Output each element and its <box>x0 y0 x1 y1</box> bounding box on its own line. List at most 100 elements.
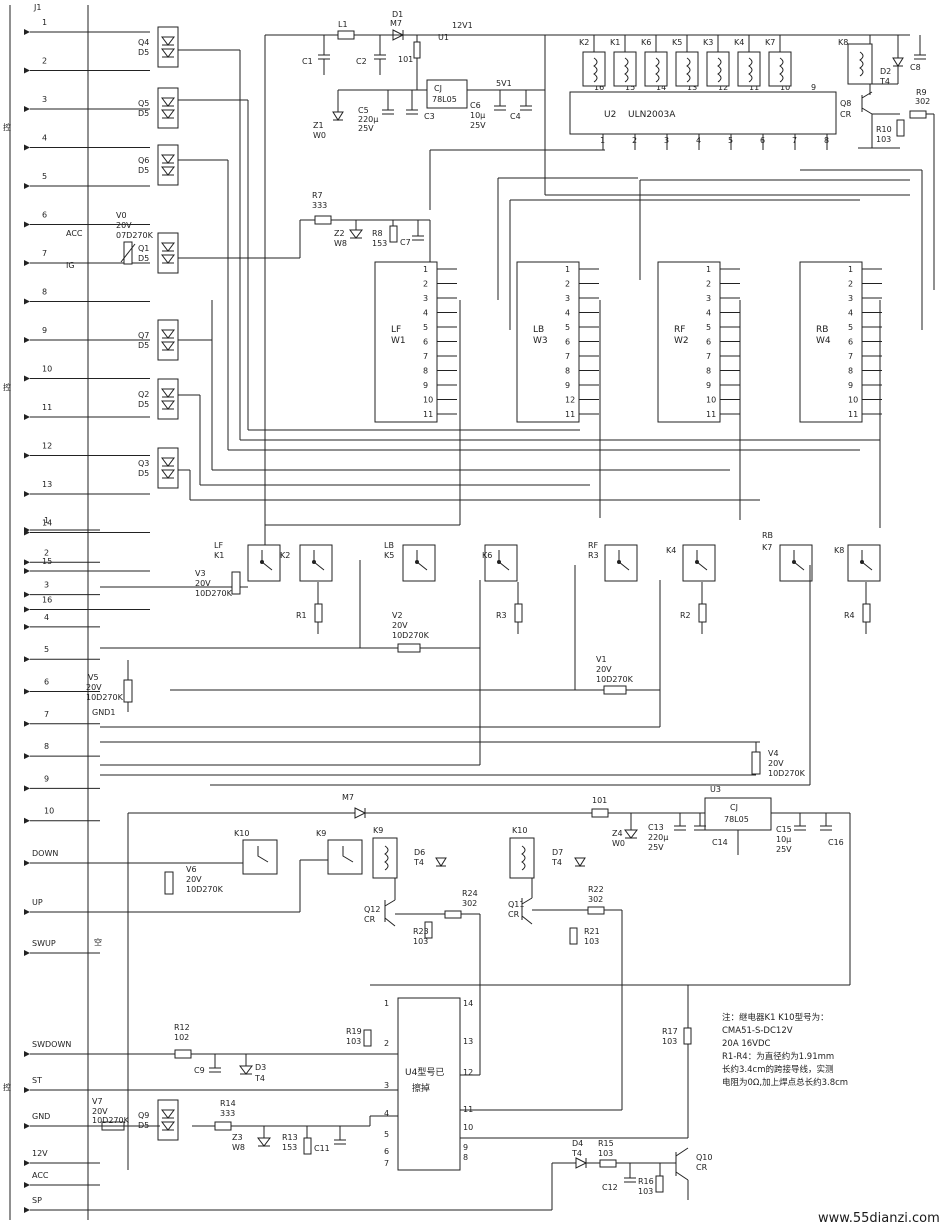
q-label: Q7 <box>138 331 149 340</box>
ic-pin: 4 <box>848 309 853 318</box>
r19 <box>363 1029 372 1047</box>
r8-label: R8 <box>372 229 383 238</box>
d6-type: T4 <box>413 858 424 867</box>
v6-label: V6 <box>186 865 197 874</box>
r101-label: 101 <box>398 55 413 64</box>
v6-part: 10D270K <box>186 885 224 894</box>
ic-pin: 9 <box>565 381 570 390</box>
v2-label: V2 <box>392 611 403 620</box>
shunt-resistor: R3 <box>496 582 523 634</box>
r13-value: 153 <box>282 1143 297 1152</box>
c5-label: C5 <box>358 106 369 115</box>
r15-label: R15 <box>598 1139 614 1148</box>
d2-diode <box>892 57 904 67</box>
pin-label: 14 <box>42 519 52 528</box>
pin-label: 6 <box>42 211 47 220</box>
u3-cj: CJ <box>730 803 738 812</box>
watermark: www.55dianzi.com <box>818 1211 940 1226</box>
r17-value: 103 <box>662 1037 677 1046</box>
l1-label: L1 <box>338 20 348 29</box>
pin-label: 11 <box>42 403 52 412</box>
relay-label: K5 <box>672 38 682 47</box>
resistor-label: R4 <box>844 611 855 620</box>
c13-value: 220μ <box>648 833 668 842</box>
r101-bottom <box>591 808 609 818</box>
relay-switch <box>847 544 881 582</box>
relay-label: K8 <box>834 546 844 555</box>
q-label: Q9 <box>138 1111 149 1120</box>
ic-pin: 11 <box>848 410 858 419</box>
ic-pin: 3 <box>423 294 428 303</box>
c1-label: C1 <box>302 57 313 66</box>
q10-label: Q10 <box>696 1153 712 1162</box>
ic-name: RB <box>816 325 828 335</box>
relay-coil: K5 <box>672 35 699 87</box>
rail-5v1: 5V1 <box>496 79 512 88</box>
d3-diode <box>239 1065 253 1075</box>
pin-label: 2 <box>44 548 49 557</box>
r8 <box>389 225 398 243</box>
relay-label: K2 <box>579 38 589 47</box>
u4-pin: 11 <box>463 1105 473 1114</box>
r14-label: R14 <box>220 1099 236 1108</box>
ic-pin: 4 <box>423 309 428 318</box>
ic-pin: 6 <box>565 338 570 347</box>
z3-type: W8 <box>232 1143 245 1152</box>
v1-varistor <box>603 685 627 695</box>
v5-voltage: 20V <box>86 683 102 692</box>
v1-part: 10D270K <box>596 675 634 684</box>
r13 <box>303 1137 312 1155</box>
relay-label: K3 <box>703 38 713 47</box>
c6-value: 10μ <box>470 111 485 120</box>
d-label: D5 <box>138 166 149 175</box>
u4-pin: 10 <box>463 1123 473 1132</box>
z4-label: Z4 <box>612 829 623 838</box>
ic-pin: 6 <box>423 338 428 347</box>
pin-label: 9 <box>42 326 47 335</box>
q12-type: CR <box>364 915 376 924</box>
u2-pin: 15 <box>625 83 635 92</box>
ic-sub: W3 <box>533 336 548 346</box>
ic-pin: 1 <box>565 265 570 274</box>
relay-switch <box>779 544 813 582</box>
signal-label: 12V <box>32 1149 48 1158</box>
ic-pin: 8 <box>848 367 853 376</box>
u4-pin: 6 <box>384 1147 389 1156</box>
r10-label: R10 <box>876 125 892 134</box>
c2-label: C2 <box>356 57 367 66</box>
r16-value: 103 <box>638 1187 653 1196</box>
u3-part: 78L05 <box>724 815 749 824</box>
relay-label: K4 <box>734 38 744 47</box>
ic-name: RF <box>674 325 685 335</box>
ic-pin: 1 <box>423 265 428 274</box>
note-line: 注：继电器K1 K10型号为： <box>722 1012 829 1023</box>
u2-label: U2 <box>604 110 616 120</box>
d1-type: M7 <box>390 19 402 28</box>
d6-diode <box>435 857 447 867</box>
c13-voltage: 25V <box>648 843 664 852</box>
relay-label: K6 <box>641 38 651 47</box>
c16-label: C16 <box>828 838 844 847</box>
resistor-label: R3 <box>496 611 507 620</box>
ic-pin: 2 <box>848 280 853 289</box>
d3-label: D3 <box>255 1063 266 1072</box>
relay-coil: K3 <box>703 35 730 87</box>
ic-pin: 3 <box>565 294 570 303</box>
v7-part: 10D270K <box>92 1116 130 1125</box>
d4-type: T4 <box>571 1149 582 1158</box>
u1-part: 78L05 <box>432 95 457 104</box>
resistor-label: R1 <box>296 611 307 620</box>
r22 <box>587 906 605 915</box>
d3-type: T4 <box>254 1074 265 1083</box>
note-line: 20A 16VDC <box>722 1039 771 1049</box>
relay-coil: K4 <box>734 35 761 87</box>
ic-pin: 5 <box>565 323 570 332</box>
ic-pin: 11 <box>706 410 716 419</box>
ic-pin: 6 <box>848 338 853 347</box>
z3-diode <box>257 1137 271 1147</box>
